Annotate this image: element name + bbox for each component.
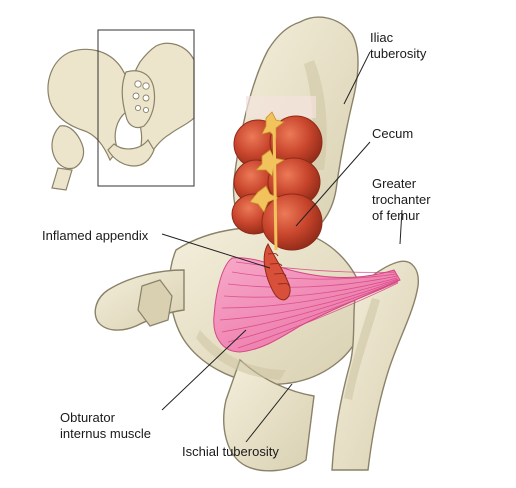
fat-appendages bbox=[249, 111, 286, 251]
label-cecum: Cecum bbox=[372, 126, 414, 141]
symphysis-face bbox=[137, 279, 173, 327]
cecum bbox=[261, 193, 323, 251]
inset-sacrum-holes bbox=[132, 80, 150, 114]
leader-greater-trochanter bbox=[399, 209, 403, 245]
label-greater-trochanter: Greater trochanter of femur bbox=[372, 176, 431, 223]
label-iliac-tuberosity: Iliac tuberosity bbox=[370, 30, 427, 61]
leader-iliac-tuberosity bbox=[343, 51, 371, 105]
inset-frame bbox=[97, 29, 195, 187]
label-obturator-internus: Obturator internus muscle bbox=[60, 410, 152, 441]
leader-lines bbox=[161, 51, 403, 443]
leader-cecum bbox=[295, 141, 371, 227]
inset-pelvis bbox=[47, 42, 195, 191]
label-inflamed-appendix: Inflamed appendix bbox=[42, 228, 149, 243]
leader-ischial-tuberosity bbox=[245, 383, 293, 443]
leader-obturator-internus bbox=[161, 329, 247, 411]
inflamed-appendix bbox=[263, 242, 291, 301]
leader-inflamed-appendix bbox=[161, 233, 271, 269]
obturator-internus-muscle bbox=[213, 257, 401, 353]
label-ischial-tuberosity: Ischial tuberosity bbox=[182, 444, 279, 459]
